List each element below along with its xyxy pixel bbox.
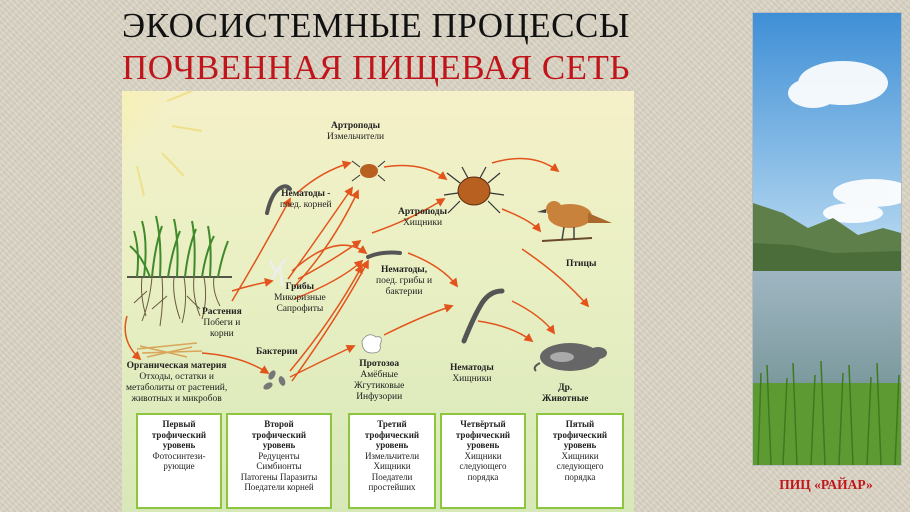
brand-label: ПИЦ «РАЙАР» bbox=[779, 477, 873, 492]
landscape-photo bbox=[752, 12, 902, 466]
birds-label: Птицы bbox=[566, 259, 597, 269]
bacteria-icon bbox=[263, 370, 286, 390]
food-web-graphics bbox=[122, 91, 612, 390]
fungi-icon bbox=[268, 258, 287, 287]
nematodes-root-label: Нематоды -поед. корней bbox=[280, 189, 332, 210]
food-web-arrows bbox=[124, 157, 590, 382]
bacteria-label: Бактерии bbox=[256, 347, 298, 357]
nematode-icon bbox=[265, 184, 292, 215]
nematode-fungal-icon bbox=[366, 250, 402, 259]
landscape-image bbox=[753, 13, 901, 465]
page-subtitle: ПОЧВЕННАЯ ПИЩЕВАЯ СЕТЬ bbox=[122, 48, 631, 87]
organic-matter-icon bbox=[136, 342, 203, 358]
mole-icon bbox=[533, 343, 607, 372]
predator-mite-icon bbox=[443, 166, 505, 214]
protozoa-icon bbox=[361, 334, 382, 354]
bird-icon bbox=[537, 201, 612, 242]
mite-icon bbox=[351, 160, 386, 182]
predator-nematode-icon bbox=[461, 288, 505, 344]
sun-icon bbox=[122, 91, 203, 197]
root-icon bbox=[133, 276, 221, 327]
plant-icon bbox=[129, 215, 229, 278]
page-title: ЭКОСИСТЕМНЫЕ ПРОЦЕССЫ bbox=[122, 6, 630, 45]
other-animals-label: Др.Животные bbox=[542, 383, 589, 404]
